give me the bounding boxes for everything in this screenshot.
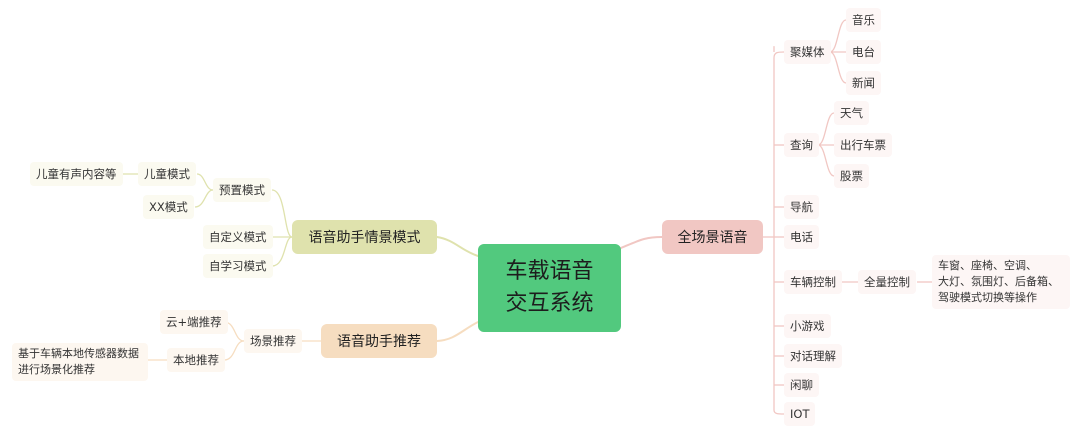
node-child-content[interactable]: 儿童有声内容等 — [30, 162, 123, 186]
link-scene-local — [223, 340, 245, 361]
link-preset-xx — [194, 189, 214, 208]
node-cloud-edge-recommend[interactable]: 云+端推荐 — [160, 310, 228, 334]
link-scene-self-learning — [271, 236, 293, 267]
link-root-scene-mode — [436, 236, 479, 257]
node-news[interactable]: 新闻 — [846, 71, 881, 95]
node-radio[interactable]: 电台 — [846, 40, 881, 64]
link-query-children — [817, 112, 835, 177]
node-weather[interactable]: 天气 — [834, 101, 869, 125]
branch-recommend[interactable]: 语音助手推荐 — [321, 324, 437, 358]
node-chat[interactable]: 闲聊 — [784, 373, 819, 397]
link-scene-preset — [271, 189, 293, 238]
node-custom-mode[interactable]: 自定义模式 — [203, 225, 273, 249]
node-phone[interactable]: 电话 — [784, 225, 819, 249]
link-root-recommend — [436, 321, 479, 342]
node-scene-recommend[interactable]: 场景推荐 — [244, 329, 302, 353]
node-full-control[interactable]: 全量控制 — [858, 270, 916, 294]
node-dialogue-understanding[interactable]: 对话理解 — [784, 344, 842, 368]
branch-scene-mode[interactable]: 语音助手情景模式 — [292, 220, 437, 254]
node-stock[interactable]: 股票 — [834, 164, 869, 188]
node-self-learning-mode[interactable]: 自学习模式 — [203, 254, 273, 278]
link-root-full-scene — [620, 236, 663, 249]
link-media-children — [829, 19, 847, 84]
node-child-mode[interactable]: 儿童模式 — [138, 162, 196, 186]
node-control-detail[interactable]: 车窗、座椅、空调、 大灯、氛围灯、后备箱、 驾驶模式切换等操作 — [932, 255, 1070, 309]
node-navigation[interactable]: 导航 — [784, 195, 819, 219]
node-local-recommend[interactable]: 本地推荐 — [167, 348, 225, 372]
node-xx-mode[interactable]: XX模式 — [143, 195, 194, 219]
node-iot[interactable]: IOT — [784, 402, 816, 426]
branch-full-scene[interactable]: 全场景语音 — [662, 220, 763, 254]
node-mini-game[interactable]: 小游戏 — [784, 314, 831, 338]
node-local-recommend-detail[interactable]: 基于车辆本地传感器数据 进行场景化推荐 — [12, 343, 148, 381]
root-node[interactable]: 车载语音 交互系统 — [478, 244, 621, 332]
link-preset-child — [196, 173, 214, 191]
node-vehicle-control[interactable]: 车辆控制 — [784, 270, 842, 294]
node-music[interactable]: 音乐 — [846, 8, 881, 32]
node-query[interactable]: 查询 — [784, 133, 819, 157]
node-media[interactable]: 聚媒体 — [784, 40, 831, 64]
node-preset-mode[interactable]: 预置模式 — [213, 178, 271, 202]
node-travel-ticket[interactable]: 出行车票 — [834, 133, 892, 157]
